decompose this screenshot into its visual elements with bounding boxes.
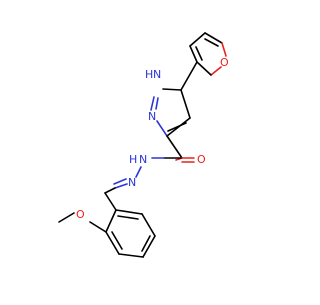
bond-furan-o-c2 (210, 66, 222, 76)
bond-furan-c2-c3-double (195, 46, 203, 61)
pyrazole-n2-label: N (148, 110, 156, 123)
bond-imine-double (113, 178, 127, 185)
bond-ch-aryl (104, 192, 117, 211)
furan-oxygen-label: O (220, 56, 229, 69)
structure-drawing: O H N N O H N (58, 32, 229, 258)
hydrazide-nh-n-label: N (139, 153, 147, 166)
bond-imine-c (114, 183, 128, 189)
bond-pyrazole-n1-c5 (162, 88, 182, 91)
bond-benz-inner-c (117, 215, 139, 220)
bond-furan-c3-c4 (189, 32, 206, 47)
bond-pyrazole-c4-c3-double (167, 122, 187, 132)
carbonyl-group: O H N (129, 135, 206, 166)
imine-nitrogen-label: N (128, 176, 136, 189)
carbonyl-oxygen-label: O (197, 153, 206, 166)
bond-benz-3-4 (118, 253, 144, 258)
bond-benz-2-3 (105, 231, 120, 255)
benzene-ring (105, 209, 156, 258)
bond-benz-6-1 (115, 209, 143, 215)
bond-pyrazole-c5-c4 (180, 89, 191, 119)
pyrazole-ring: H N N (145, 68, 191, 137)
bond-furan-c4-c5-double (204, 38, 219, 47)
bond-benz-inner-b (141, 235, 151, 252)
bond-furan-pyrazole (180, 61, 198, 91)
bond-benz-4-5 (142, 235, 156, 258)
hydrazide-nh-h-label: H (129, 153, 137, 166)
bond-furan-c4-c5 (204, 32, 223, 44)
bond-pyrazole-n2-n1 (150, 96, 155, 111)
bond-pyrazole-n2-n1-double (155, 97, 159, 110)
molecule-canvas: O H N N O H N (58, 32, 229, 258)
bond-benz-o (89, 221, 107, 233)
bond-furan-c5-o (221, 42, 227, 57)
bond-o-methyl (58, 212, 75, 223)
pyrazole-nh-n-label: N (153, 68, 161, 81)
methoxy-oxygen-label: O (76, 208, 85, 221)
bond-furan-c2-link (196, 61, 212, 76)
bond-benz-1-2 (105, 209, 117, 233)
pyrazole-nh-h-label: H (145, 68, 153, 81)
bond-benz-inner-a (111, 231, 123, 250)
bond-nh-n (135, 166, 142, 178)
methoxy-group: O (58, 208, 107, 233)
bond-furan-c2-c3 (189, 45, 198, 63)
bond-pyrazole-carbonyl (166, 135, 183, 159)
hydrazone-linker: N (104, 166, 142, 211)
bond-pyrazole-c3-n2 (156, 120, 168, 137)
bond-imine-c-tail (104, 187, 116, 194)
furan-ring: O (189, 32, 229, 76)
bond-benz-5-6 (141, 213, 156, 237)
